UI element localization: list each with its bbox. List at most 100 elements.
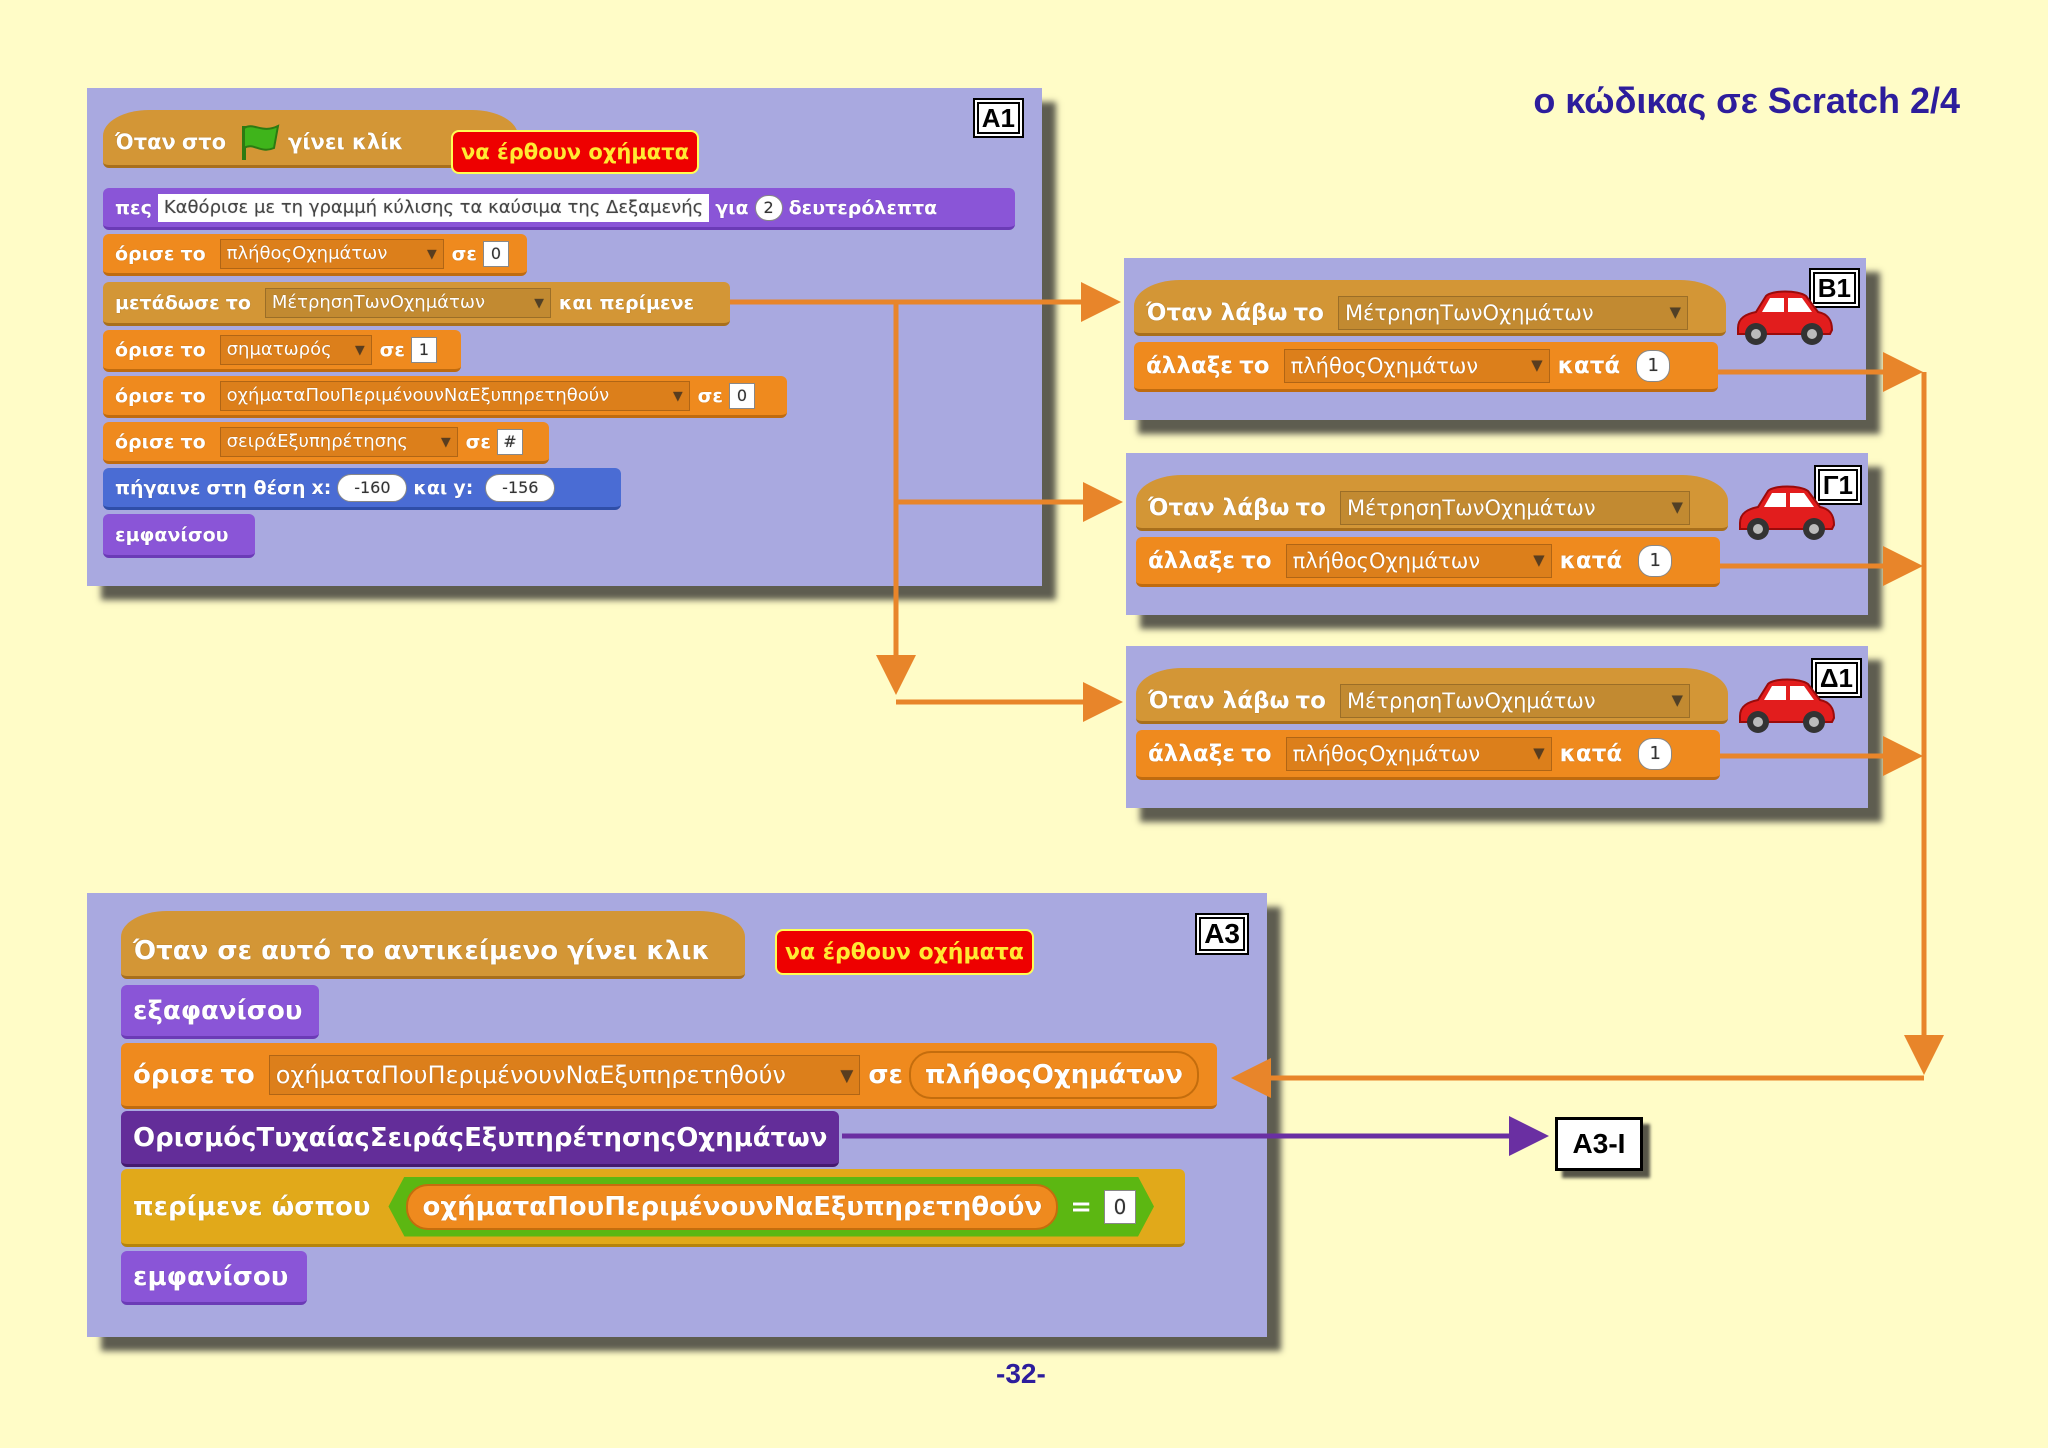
chevron-down-icon: ▼ — [1531, 357, 1543, 374]
panel-a3: A3 Όταν σε αυτό το αντικείμενο γίνει κλι… — [87, 893, 1267, 1337]
when-sprite-clicked-block[interactable]: Όταν σε αυτό το αντικείμενο γίνει κλικ — [121, 911, 745, 979]
to-text: το — [1241, 740, 1272, 767]
hat-in-text: στο — [181, 129, 227, 154]
by-text: κατά — [1559, 740, 1623, 767]
panel-label-d1: Δ1 — [1812, 660, 1861, 696]
variable-name: πλήθοςΟχημάτων — [1292, 741, 1481, 766]
set-text: όρισε — [115, 430, 175, 453]
value-input[interactable]: 1 — [1638, 737, 1673, 770]
green-flag-icon — [242, 123, 280, 160]
variable-name: πλήθοςΟχημάτων — [1290, 353, 1479, 378]
chevron-down-icon: ▼ — [1671, 692, 1683, 709]
set-text: όρισε — [115, 242, 175, 265]
change-variable-block[interactable]: άλλαξε το πλήθοςΟχημάτων ▼ κατά 1 — [1134, 342, 1718, 392]
badge-vehicles-arrive: να έρθουν οχήματα — [451, 130, 700, 174]
chevron-down-icon: ▼ — [440, 434, 451, 449]
say-message-input[interactable]: Καθόρισε με τη γραμμή κύλισης τα καύσιμα… — [157, 193, 710, 222]
custom-procedure-block[interactable]: ΟρισμόςΤυχαίαςΣειράςΕξυπηρέτησηςΟχημάτων — [121, 1111, 839, 1167]
show-text: εμφανίσου — [115, 523, 229, 546]
when-i-receive-block[interactable]: Όταν λάβω το ΜέτρησηΤωνΟχημάτων▼ — [1136, 475, 1728, 531]
say-for-secs-block[interactable]: πες Καθόρισε με τη γραμμή κύλισης τα καύ… — [103, 188, 1015, 230]
variable-reporter[interactable]: οχήματαΠουΠεριμένουνΝαΕξυπηρετηθούν — [406, 1184, 1058, 1230]
page-number: -32- — [996, 1358, 1046, 1389]
set-variable-block[interactable]: όρισε το οχήματαΠουΠεριμένουνΝαΕξυπηρετη… — [103, 376, 787, 418]
variable-name: οχήματαΠουΠεριμένουνΝαΕξυπηρετηθούν — [226, 385, 610, 406]
show-block[interactable]: εμφανίσου — [121, 1251, 307, 1305]
value-input[interactable]: 1 — [1638, 544, 1673, 577]
change-variable-block[interactable]: άλλαξε το πλήθοςΟχημάτων▼ κατά 1 — [1136, 537, 1720, 587]
variable-dropdown[interactable]: σειράΕξυπηρέτησης ▼ — [219, 426, 458, 457]
set-variable-block[interactable]: όρισε το οχήματαΠουΠεριμένουνΝαΕξυπηρετη… — [121, 1043, 1217, 1109]
hide-text: εξαφανίσου — [133, 995, 303, 1026]
variable-reporter[interactable]: πλήθοςΟχημάτων — [909, 1050, 1199, 1099]
value-input[interactable]: 0 — [1104, 1190, 1136, 1224]
panel-label-a3: A3 — [1197, 915, 1247, 953]
wait-until-text: περίμενε ώσπου — [133, 1191, 371, 1222]
as-text: σε — [868, 1059, 904, 1090]
value-input[interactable]: 1 — [1636, 349, 1671, 382]
set-variable-block[interactable]: όρισε το σειράΕξυπηρέτησης▼ σε # — [103, 422, 549, 464]
change-text: άλλαξε — [1148, 740, 1236, 767]
when-i-receive-block[interactable]: Όταν λάβω το ΜέτρησηΤωνΟχημάτων▼ — [1136, 668, 1728, 724]
variable-name: σηματωρός — [226, 339, 332, 360]
change-text: άλλαξε — [1148, 547, 1236, 574]
variable-dropdown[interactable]: πλήθοςΟχημάτων ▼ — [1285, 736, 1552, 771]
variable-name: πλήθοςΟχημάτων — [1292, 548, 1481, 573]
badge-vehicles-arrive: να έρθουν οχήματα — [775, 929, 1034, 975]
to-text: το — [1293, 299, 1324, 326]
variable-dropdown[interactable]: οχήματαΠουΠεριμένουνΝαΕξυπηρετηθούν ▼ — [219, 380, 690, 411]
as-text: σε — [697, 384, 723, 407]
value-input[interactable]: # — [497, 428, 523, 455]
set-text: όρισε — [115, 384, 175, 407]
say-for-text: για — [715, 196, 749, 219]
variable-dropdown[interactable]: πλήθοςΟχημάτων▼ — [219, 238, 444, 269]
message-dropdown[interactable]: ΜέτρησηΤωνΟχημάτων▼ — [1339, 683, 1690, 718]
variable-name: σειράΕξυπηρέτησης — [226, 431, 408, 452]
chevron-down-icon: ▼ — [1533, 745, 1545, 762]
variable-name: οχήματαΠουΠεριμένουνΝαΕξυπηρετηθούν — [275, 1060, 786, 1089]
label-a3-i: A3-I — [1555, 1117, 1643, 1171]
and-text: και — [413, 476, 448, 499]
set-variable-block[interactable]: όρισε το σηματωρός▼ σε 1 — [103, 330, 461, 372]
chevron-down-icon: ▼ — [426, 246, 437, 261]
as-text: σε — [451, 242, 477, 265]
show-text: εμφανίσου — [133, 1261, 289, 1292]
show-block[interactable]: εμφανίσου — [103, 514, 255, 558]
change-text: άλλαξε — [1146, 352, 1234, 379]
goto-pos-text: στη θέση — [206, 476, 306, 499]
broadcast-and-wait-block[interactable]: μετάδωσε το ΜέτρησηΤωνΟχημάτων▼ και περί… — [103, 282, 730, 326]
value-input[interactable]: 1 — [411, 336, 437, 363]
variable-dropdown[interactable]: πλήθοςΟχημάτων ▼ — [1283, 348, 1550, 383]
go-to-xy-block[interactable]: πήγαινε στη θέση x: -160 και y: -156 — [103, 468, 621, 510]
message-dropdown[interactable]: ΜέτρησηΤωνΟχημάτων▼ — [1337, 295, 1688, 330]
to-text: το — [1239, 352, 1270, 379]
equals-condition[interactable]: οχήματαΠουΠεριμένουνΝαΕξυπηρετηθούν = 0 — [388, 1177, 1154, 1237]
panel-label-a1: A1 — [974, 100, 1023, 136]
message-dropdown[interactable]: ΜέτρησηΤωνΟχημάτων▼ — [264, 287, 551, 318]
set-text: όρισε — [115, 338, 175, 361]
panel-a1: A1 Όταν στο γίνει κλίκ να έρθουν οχήματα… — [87, 88, 1042, 586]
value-input[interactable]: 0 — [483, 240, 509, 267]
red-car-icon — [1737, 290, 1834, 345]
when-flag-clicked-block[interactable]: Όταν στο γίνει κλίκ — [103, 110, 518, 168]
variable-dropdown[interactable]: πλήθοςΟχημάτων▼ — [1285, 543, 1552, 578]
message-dropdown[interactable]: ΜέτρησηΤωνΟχημάτων▼ — [1339, 490, 1690, 525]
chevron-down-icon: ▼ — [534, 295, 544, 310]
panel-b1: B1 Όταν λάβω το ΜέτρησηΤωνΟχημάτων▼ άλλα… — [1124, 258, 1866, 420]
say-secs-input[interactable]: 2 — [754, 194, 783, 221]
set-variable-block[interactable]: όρισε το πλήθοςΟχημάτων▼ σε 0 — [103, 234, 527, 276]
wait-until-block[interactable]: περίμενε ώσπου οχήματαΠουΠεριμένουνΝαΕξυ… — [121, 1169, 1185, 1247]
variable-dropdown[interactable]: σηματωρός▼ — [219, 334, 372, 365]
by-text: κατά — [1557, 352, 1621, 379]
value-input[interactable]: 0 — [729, 382, 755, 409]
chevron-down-icon: ▼ — [672, 388, 683, 403]
when-i-receive-block[interactable]: Όταν λάβω το ΜέτρησηΤωνΟχημάτων▼ — [1134, 280, 1726, 336]
hide-block[interactable]: εξαφανίσου — [121, 985, 319, 1039]
variable-dropdown[interactable]: οχήματαΠουΠεριμένουνΝαΕξυπηρετηθούν▼ — [268, 1054, 861, 1095]
x-input[interactable]: -160 — [337, 473, 408, 502]
panel-label-b1: B1 — [1810, 270, 1859, 306]
procedure-name: ΟρισμόςΤυχαίαςΣειράςΕξυπηρέτησηςΟχημάτων — [133, 1122, 828, 1153]
y-input[interactable]: -156 — [485, 473, 556, 502]
say-unit-text: δευτερόλεπτα — [788, 196, 938, 219]
change-variable-block[interactable]: άλλαξε το πλήθοςΟχημάτων ▼ κατά 1 — [1136, 730, 1720, 780]
